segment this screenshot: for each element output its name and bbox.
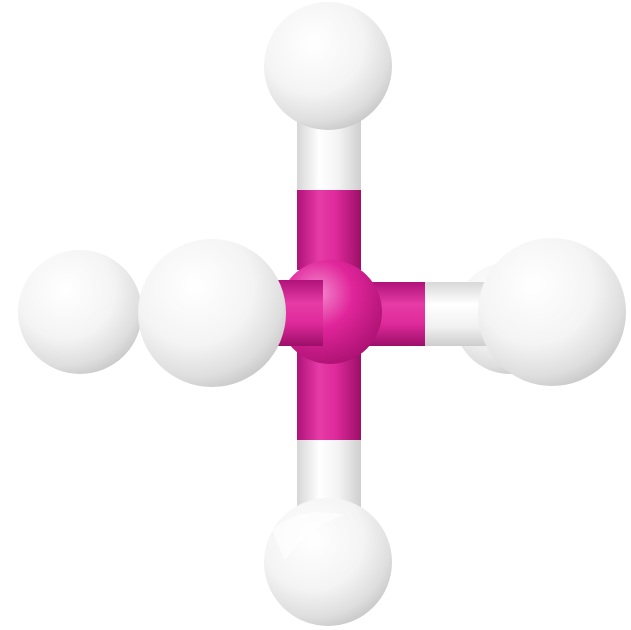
bond-top [297,100,361,270]
outer-atom-far-left [18,250,142,374]
outer-atom-bottom [264,498,392,626]
outer-atom-front-left [138,239,286,387]
outer-atom-top [264,2,392,130]
outer-atom-front-right [478,238,626,386]
